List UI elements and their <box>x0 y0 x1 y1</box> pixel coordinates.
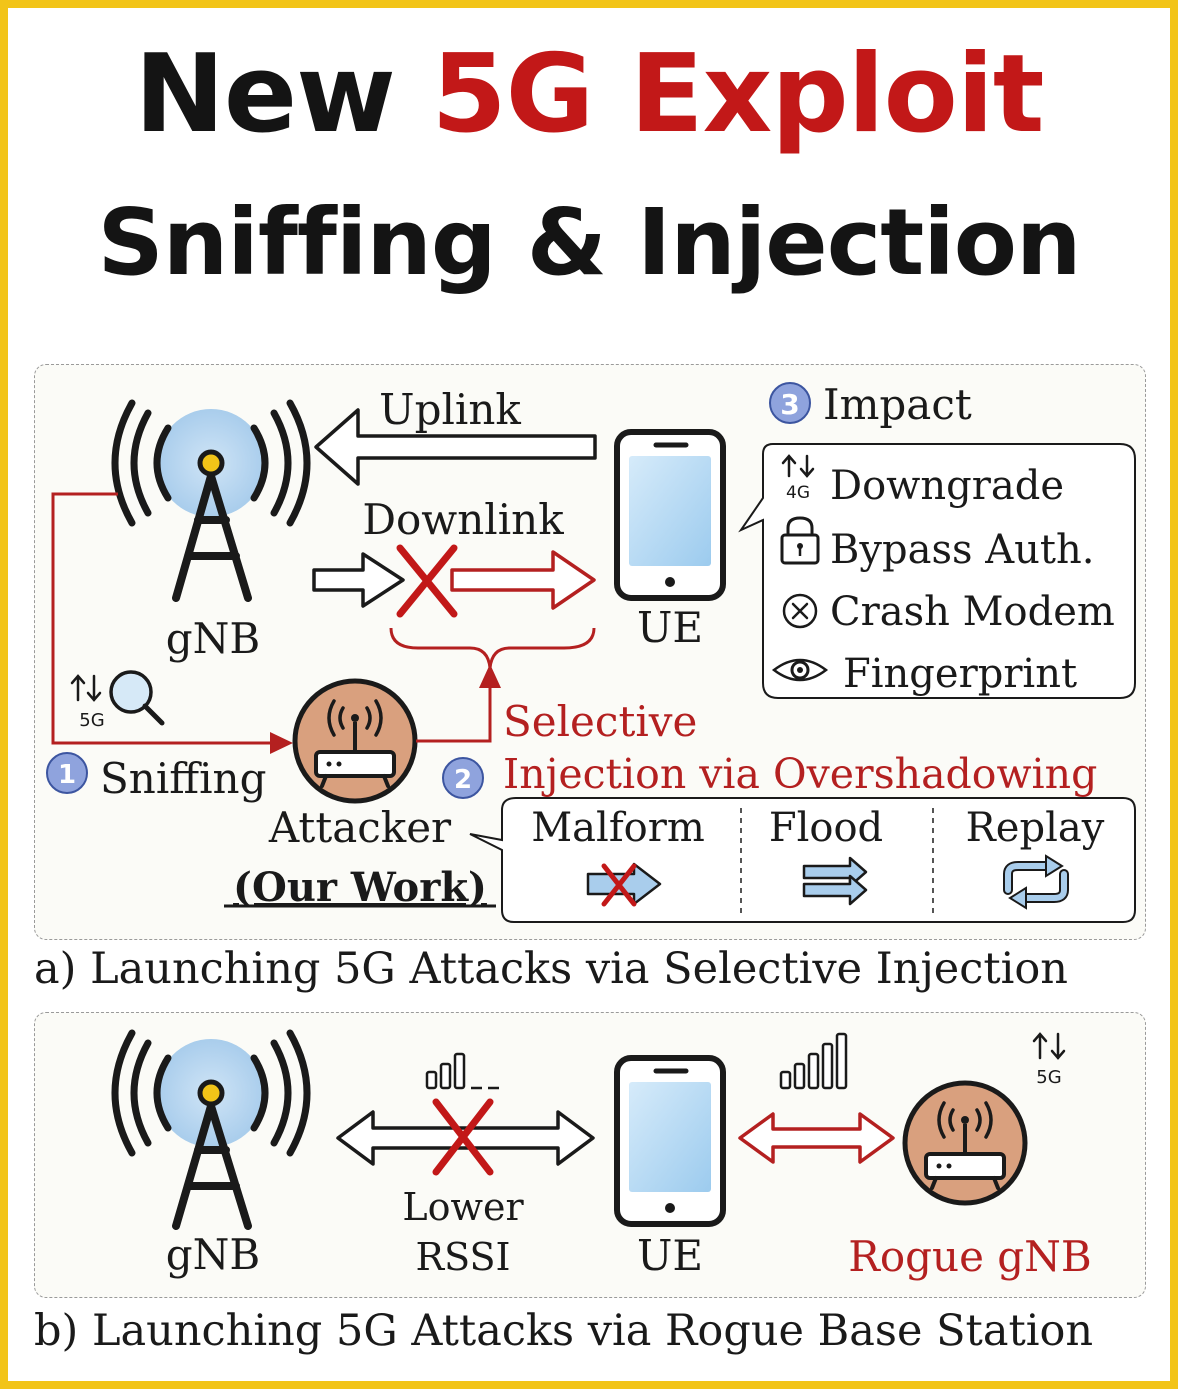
impact-heading: Impact <box>823 380 972 429</box>
impact-callout-box <box>738 443 1136 699</box>
step-2-circle <box>442 757 484 799</box>
gnb-tower-icon <box>111 399 311 602</box>
gnb-tower-icon-b <box>111 1029 311 1230</box>
caption-rogue-base-station: b) Launching 5G Attacks via Rogue Base S… <box>34 1306 1094 1356</box>
our-work-label: (Our Work) <box>233 864 487 911</box>
eye-icon <box>771 658 829 682</box>
attacker-icon <box>292 678 418 804</box>
injection-arrowhead <box>479 664 501 688</box>
rogue-badge-5g: 5G <box>1036 1067 1061 1088</box>
rogue-gnb-label: Rogue gNB <box>848 1232 1092 1281</box>
caption-selective-injection: a) Launching 5G Attacks via Selective In… <box>34 944 1068 994</box>
impact-item-bypass-auth: Bypass Auth. <box>830 527 1094 573</box>
rogue-5g-arrows-icon <box>1032 1032 1066 1060</box>
downlink-arrow-injected <box>450 550 596 610</box>
headline-word-new: New <box>134 32 395 157</box>
ue-phone-icon <box>614 429 726 601</box>
impact-item-downgrade: Downgrade <box>830 463 1064 509</box>
injection-path <box>416 688 492 743</box>
gnb-label-b: gNB <box>166 1230 261 1279</box>
crash-icon <box>782 593 818 629</box>
injection-type-flood: Flood <box>769 805 883 851</box>
ue-label-b: UE <box>637 1231 703 1280</box>
step-3-number: 3 <box>780 388 799 421</box>
weak-signal-icon <box>425 1052 499 1090</box>
blocked-x-icon <box>396 544 458 618</box>
downlink-brace <box>389 627 596 669</box>
ue-label: UE <box>637 603 703 652</box>
sniff-search-icon <box>70 670 165 726</box>
injection-overshadowing-label: Injection via Overshadowing <box>503 750 1097 798</box>
uplink-label: Uplink <box>379 385 521 434</box>
step-2-number: 2 <box>454 765 472 795</box>
sniffing-arrowhead <box>270 732 293 754</box>
injection-type-replay: Replay <box>966 805 1105 851</box>
sniff-badge-5g: 5G <box>79 710 104 731</box>
headline-line-2: Sniffing & Injection <box>97 189 1082 296</box>
replay-icon <box>1003 854 1069 910</box>
headline-line-1: New 5G Exploit <box>8 30 1170 160</box>
ue-phone-icon-b <box>614 1055 726 1227</box>
downlink-arrow-legit <box>312 552 405 608</box>
injection-type-malform: Malform <box>531 805 705 851</box>
downgrade-icon <box>781 454 815 478</box>
lock-icon <box>780 516 820 565</box>
gnb-label: gNB <box>166 614 261 663</box>
malform-icon <box>586 862 662 907</box>
sniffing-path <box>51 492 270 745</box>
strong-signal-icon <box>779 1032 848 1090</box>
headline-accent: 5G Exploit <box>431 32 1045 157</box>
lower-rssi-line-2: RSSI <box>415 1235 510 1279</box>
lower-rssi-line-1: Lower <box>402 1185 524 1229</box>
blocked-x-icon-b <box>432 1098 494 1176</box>
impact-item-fingerprint: Fingerprint <box>843 651 1077 697</box>
sniffing-label: Sniffing <box>100 754 266 803</box>
rogue-link-double-arrow <box>738 1112 895 1164</box>
uplink-arrow <box>314 408 597 486</box>
impact-item-crash-modem: Crash Modem <box>830 589 1115 635</box>
attacker-label: Attacker <box>268 803 452 852</box>
selective-label: Selective <box>503 697 697 746</box>
rogue-gnb-icon <box>902 1080 1028 1206</box>
diagram-canvas: gNB Uplink Downlink UE 3 Impact 4G Downg… <box>46 380 1136 1281</box>
badge-4g: 4G <box>786 483 810 503</box>
step-1-number: 1 <box>58 760 76 790</box>
step-1-circle <box>46 752 88 794</box>
step-3-circle <box>769 382 811 424</box>
flood-icon <box>802 856 868 906</box>
downlink-label: Downlink <box>362 495 564 544</box>
